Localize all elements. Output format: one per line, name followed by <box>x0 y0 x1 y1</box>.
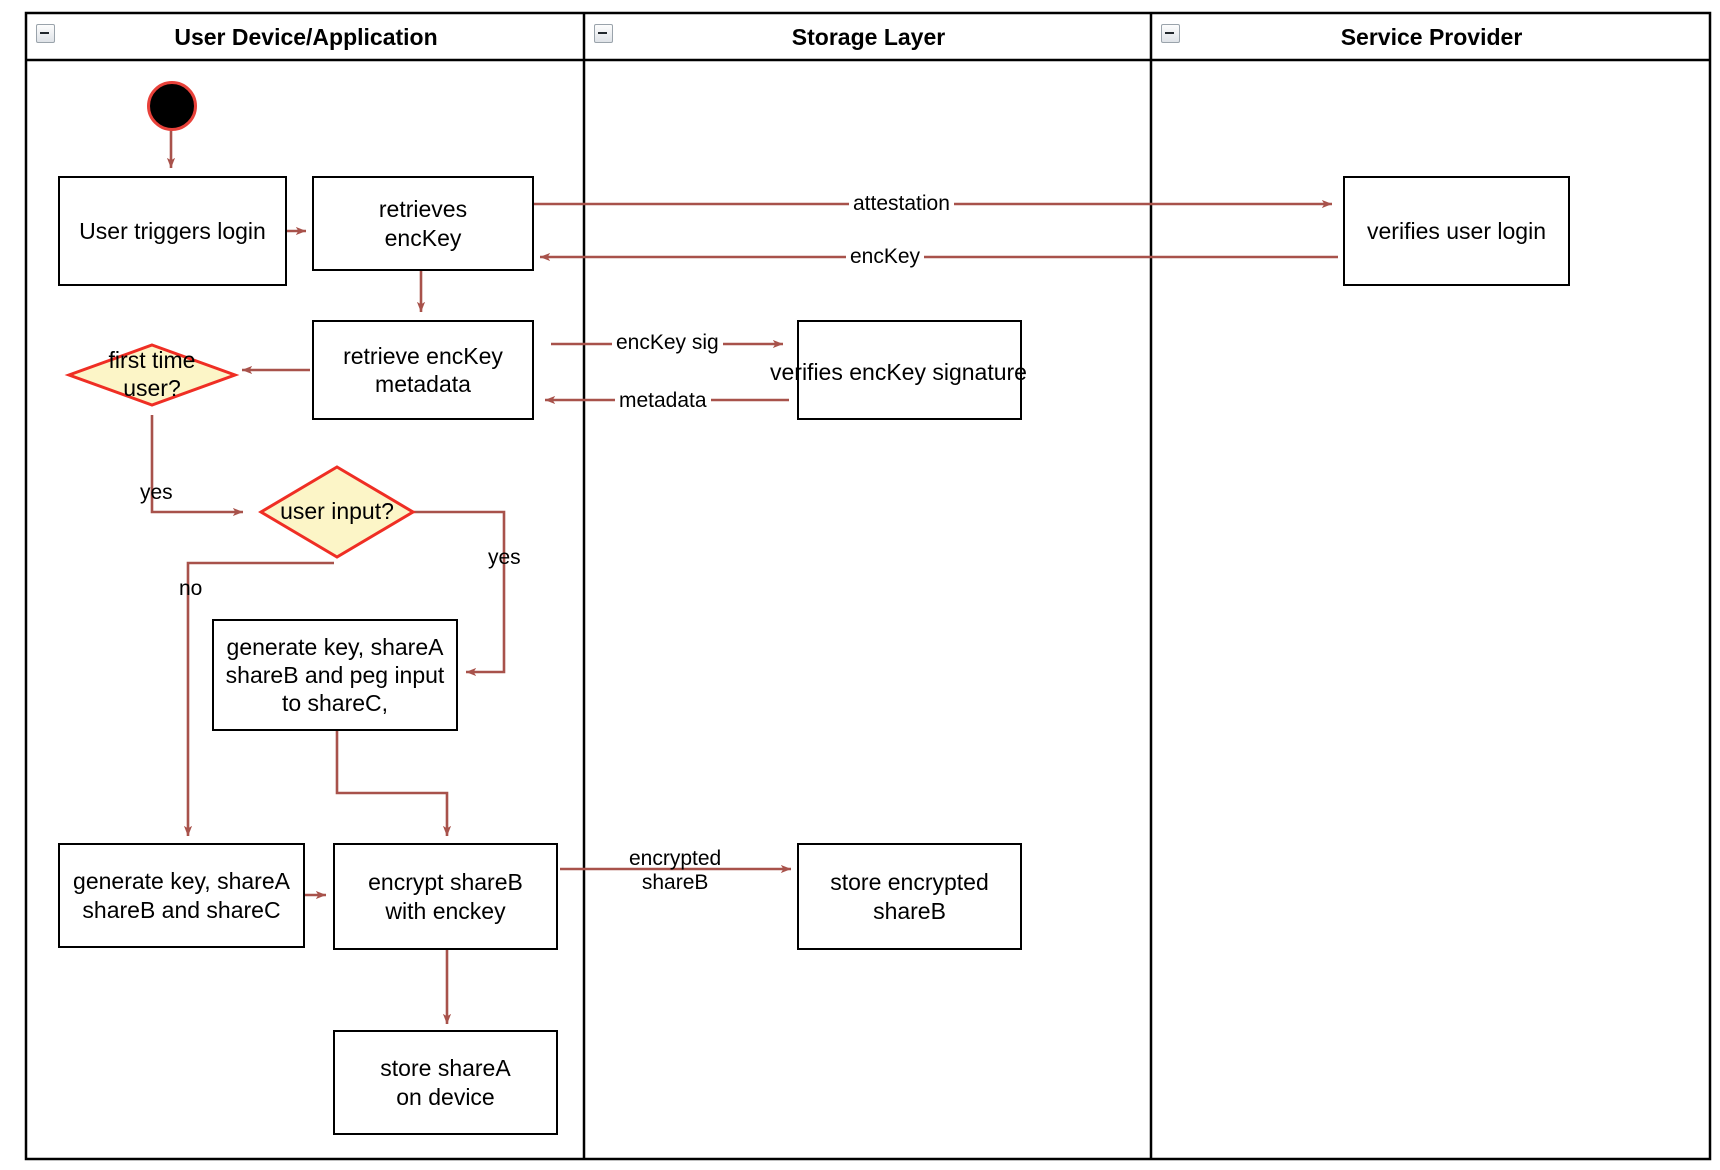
lane-title-service-provider: Service Provider <box>1340 23 1523 50</box>
edge-label-yes-user-input: yes <box>488 546 521 569</box>
edge-firsttime-yes-to-userinput <box>150 415 244 517</box>
collapse-icon-storage-layer[interactable] <box>594 24 613 43</box>
activity-label-line2: on device <box>396 1083 495 1110</box>
lane-title-storage-layer: Storage Layer <box>791 23 946 50</box>
activity-label-line1: store shareA <box>380 1055 511 1082</box>
edge-label-enckey-sig: encKey sig <box>612 331 723 356</box>
activity-generate-key-shares[interactable]: generate key, shareA shareB and shareC <box>58 843 305 948</box>
edge-label-line1: encrypted <box>629 847 722 870</box>
activity-verifies-enckey-signature-label: verifies encKey signature <box>770 359 1027 385</box>
edge-label-no-user-input: no <box>179 577 203 600</box>
decision-label-line2: user? <box>123 375 181 401</box>
activity-label: User triggers login <box>79 217 266 244</box>
edge-label-attestation: attestation <box>849 192 954 217</box>
activity-retrieves-enckey[interactable]: retrieves encKey <box>312 176 534 271</box>
activity-label-line2: shareB <box>873 897 946 924</box>
activity-label-line1: retrieves <box>378 196 468 223</box>
decision-label-line1: first time <box>108 347 196 374</box>
decision-first-time-user[interactable]: first time user? <box>69 345 235 405</box>
edge-userinput-no-to-generate-shares <box>183 561 334 837</box>
edge-label-enckey: encKey <box>846 245 925 270</box>
activity-store-sharea-on-device[interactable]: store shareA on device <box>333 1030 558 1135</box>
activity-label-line1: encrypt shareB <box>368 869 523 896</box>
decision-first-time-user-shape <box>64 343 240 407</box>
activity-label-line2: with enckey <box>385 897 506 924</box>
edge-userinput-yes-to-generate-peg <box>411 510 506 677</box>
activity-label: verifies user login <box>1367 217 1546 244</box>
activity-label-line1: retrieve encKey <box>343 342 503 369</box>
activity-generate-key-peg-input[interactable]: generate key, shareA shareB and peg inpu… <box>212 619 458 731</box>
activity-store-encrypted-shareb[interactable]: store encrypted shareB <box>797 843 1022 950</box>
start-node <box>147 81 197 131</box>
edge-label-encrypted-shareb: encrypted shareB <box>625 847 725 895</box>
decision-user-input[interactable]: user input? <box>261 467 413 557</box>
activity-label-line3: to shareC, <box>281 690 389 717</box>
activity-label-line2: shareB and peg input <box>225 661 445 688</box>
activity-label-line1: generate key, shareA <box>73 868 290 895</box>
collapse-icon-service-provider[interactable] <box>1161 24 1180 43</box>
lane-title-user-device: User Device/Application <box>174 23 438 50</box>
edge-label-line2: shareB <box>641 871 709 895</box>
activity-label-line1: generate key, shareA <box>226 633 444 660</box>
collapse-icon-user-device[interactable] <box>36 24 55 43</box>
activity-verifies-user-login[interactable]: verifies user login <box>1343 176 1570 286</box>
edge-generate-peg-to-encrypt <box>335 731 452 837</box>
activity-label-line2: shareB and shareC <box>82 896 281 923</box>
activity-retrieve-enckey-metadata[interactable]: retrieve encKey metadata <box>312 320 534 420</box>
activity-encrypt-shareb[interactable]: encrypt shareB with enckey <box>333 843 558 950</box>
decision-user-input-shape <box>258 465 416 559</box>
activity-label-line2: metadata <box>375 371 471 397</box>
decision-label: user input? <box>280 498 394 525</box>
edge-label-metadata: metadata <box>615 389 711 414</box>
edge-label-yes-first-time: yes <box>140 481 173 504</box>
activity-user-triggers-login[interactable]: User triggers login <box>58 176 287 286</box>
activity-label-line1: store encrypted <box>830 869 989 896</box>
activity-label-line2: encKey <box>384 224 462 251</box>
activity-verifies-enckey-signature[interactable] <box>797 320 1022 420</box>
